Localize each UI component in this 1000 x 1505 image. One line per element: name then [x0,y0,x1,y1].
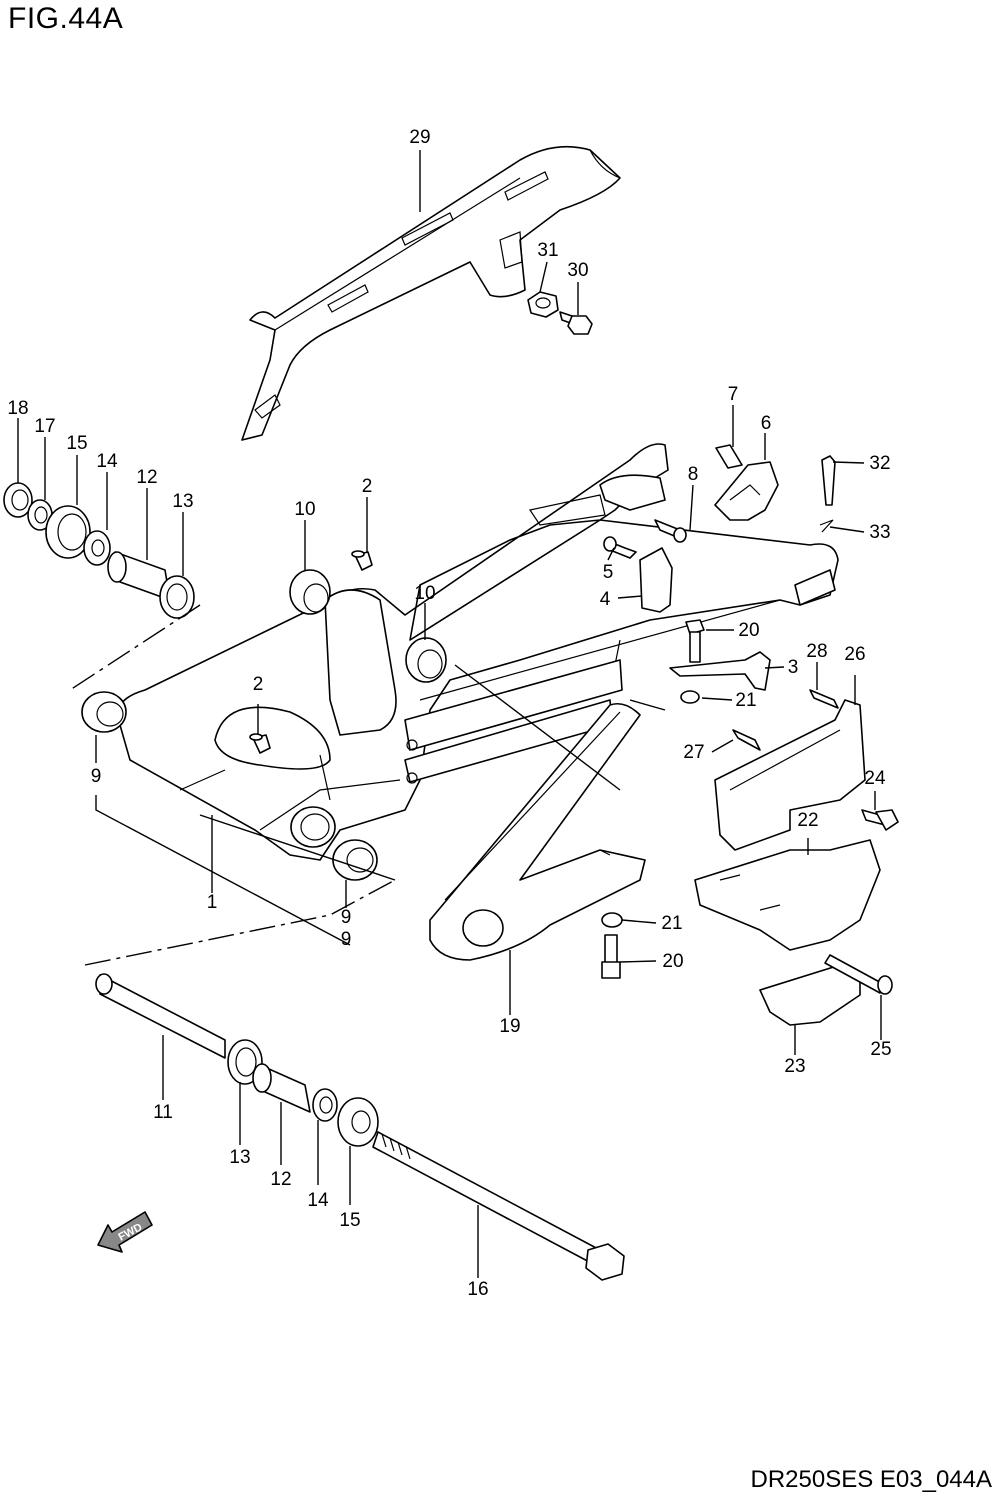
callout-16: 16 [467,1279,488,1300]
callout-11: 11 [153,1102,173,1123]
leader-lines [17,150,882,1278]
clip-33[interactable] [819,519,834,533]
pivot-seal-15-lower[interactable] [337,1097,379,1147]
callout-10-right: 10 [414,583,435,604]
callout-8: 8 [688,464,699,485]
callout-10-left: 10 [294,499,315,520]
callout-12-upper: 12 [136,467,157,488]
callout-9-right: 9 [341,929,352,950]
figure-code: DR250SES E03_044A [750,1466,993,1493]
callout-30: 30 [567,260,588,281]
bracket-3[interactable] [669,651,771,691]
callout-2-lower: 2 [253,674,264,695]
bolt-27[interactable] [732,729,761,751]
callout-9-mid: 9 [341,907,352,928]
chain-guard-bolt[interactable] [559,311,593,335]
bolt-20-lower[interactable] [601,934,621,979]
bearing-10-lower[interactable] [405,637,447,683]
callout-15-upper: 15 [66,433,87,454]
callout-17: 17 [34,416,55,437]
washer-21-lower[interactable] [601,912,623,928]
callout-20-upper: 20 [738,620,759,641]
figure-title: FIG.44A [8,2,124,35]
callout-13-upper: 13 [172,491,193,512]
bolt-28[interactable] [809,689,839,709]
pivot-washer-14-lower[interactable] [312,1088,338,1122]
callout-25: 25 [870,1039,891,1060]
pivot-washer-14[interactable] [83,530,111,566]
callout-1: 1 [207,892,218,913]
forward-arrow-icon: FWD [97,1211,153,1253]
callout-24: 24 [864,768,886,789]
cotter-pin-32[interactable] [821,455,836,506]
pivot-shaft-11[interactable] [95,973,226,1059]
callout-26: 26 [844,644,865,665]
callout-14-lower: 14 [307,1190,329,1211]
bracket-6[interactable] [714,461,779,521]
callout-32: 32 [869,453,890,474]
callout-19: 19 [499,1016,520,1037]
callout-15-lower: 15 [339,1210,360,1231]
callout-27: 27 [683,742,704,763]
callout-2-upper: 2 [362,476,373,497]
callout-7: 7 [728,384,739,405]
pivot-bearing-13[interactable] [159,575,195,619]
pivot-cap[interactable] [3,482,33,518]
callout-33: 33 [869,522,890,543]
pivot-seal-15[interactable] [45,505,91,559]
callout-14-upper: 14 [96,451,118,472]
pivot-bolt-16[interactable] [372,1131,625,1281]
bolt-20-upper[interactable] [685,619,705,663]
bearing-10-upper[interactable] [289,569,331,615]
callout-21-lower: 21 [661,913,682,934]
bracket-4[interactable] [639,547,673,613]
chain-guide-bracket-26[interactable] [714,699,866,851]
callout-21-upper: 21 [735,690,756,711]
callout-5: 5 [603,562,614,583]
pivot-spacer-12-lower[interactable] [252,1063,311,1113]
callout-22: 22 [797,810,818,831]
callout-3: 3 [788,657,799,678]
grease-nipple-lower[interactable] [249,733,271,754]
pivot-spacer-12[interactable] [107,551,171,601]
grease-nipple-upper[interactable] [351,550,373,571]
callout-4: 4 [600,589,611,610]
chain-guard-nut[interactable] [527,291,559,318]
chain-guard[interactable] [241,145,621,441]
bolt-7[interactable] [715,444,743,469]
callout-28: 28 [806,641,827,662]
callout-9-left: 9 [91,766,102,787]
callout-labels: 29 31 30 18 17 15 14 12 13 10 2 10 7 6 3… [7,127,891,1300]
washer-21-upper[interactable] [680,690,700,704]
bolt-24[interactable] [861,809,899,831]
callout-20-lower: 20 [662,951,683,972]
bolt-8[interactable] [654,519,687,543]
callout-31: 31 [537,240,558,261]
callout-29: 29 [409,127,430,148]
bolt-25[interactable] [824,954,893,995]
callout-18: 18 [7,398,28,419]
chain-guide-22[interactable] [694,839,881,951]
fwd-label: FWD [117,1221,145,1243]
swingarm[interactable] [117,443,839,861]
bolt-5[interactable] [603,536,637,559]
callout-13-lower: 13 [229,1147,250,1168]
bearing-9-right[interactable] [332,839,378,881]
callout-12-lower: 12 [270,1169,291,1190]
callout-23: 23 [784,1056,805,1077]
bearing-9-left[interactable] [81,691,127,733]
callout-6: 6 [761,413,772,434]
